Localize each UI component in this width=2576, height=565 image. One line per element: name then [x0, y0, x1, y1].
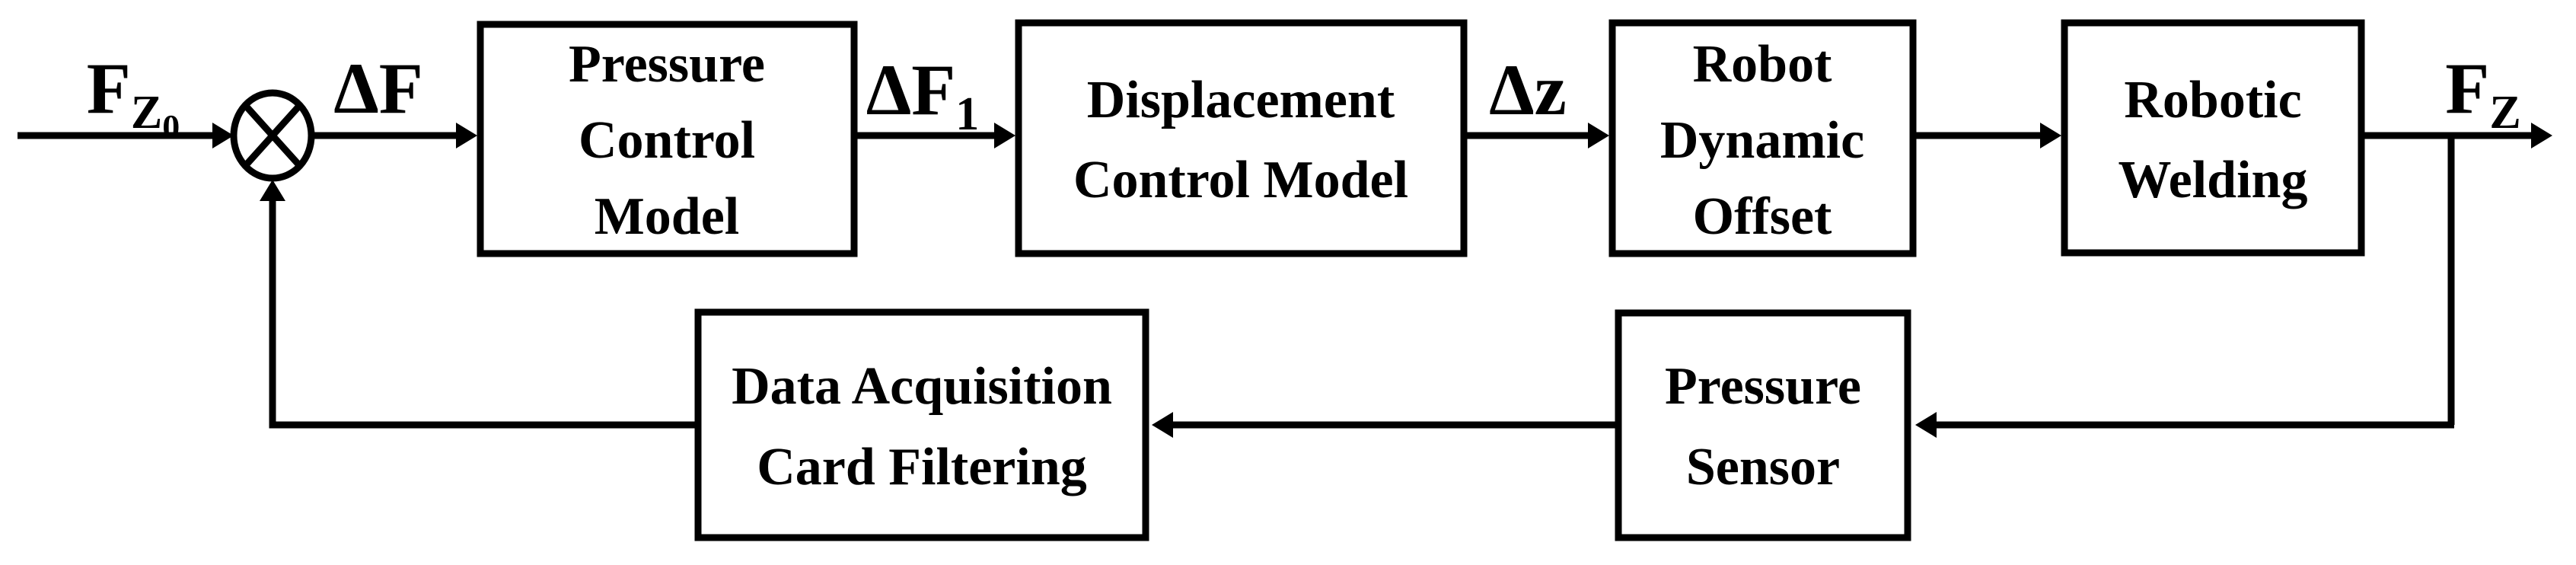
signal-label-control-output: ΔF1: [866, 49, 980, 140]
block-label-line: Control Model: [1073, 151, 1408, 209]
error-arrow: [311, 123, 477, 148]
feedback-return-arrow: [260, 180, 698, 429]
block-label-line: Robotic: [2124, 71, 2301, 129]
signal-label-error: ΔF: [333, 48, 423, 129]
summing-junction: [230, 89, 315, 182]
block-label-line: Welding: [2119, 151, 2308, 209]
signal-label-output: FZ: [2445, 48, 2520, 139]
signal-label-input: FZ0: [87, 48, 180, 146]
block-robot-dynamic-offset: Robot Dynamic Offset: [1608, 19, 1917, 257]
block-label-line: Pressure: [569, 35, 765, 94]
block-label-line: Model: [595, 187, 740, 246]
sensor-to-filter-arrow: [1152, 412, 1618, 438]
block-label-line: Sensor: [1686, 438, 1840, 496]
block-label-line: Control: [579, 111, 755, 170]
block-pressure-control-model: Pressure Control Model: [477, 21, 858, 257]
block-label-line: Offset: [1693, 187, 1832, 246]
block-label-line: Card Filtering: [757, 438, 1087, 496]
block-robotic-welding: Robotic Welding: [2061, 19, 2365, 257]
block-label-line: Data Acquisition: [732, 357, 1112, 416]
block-label-line: Dynamic: [1660, 111, 1864, 170]
signal-label-displacement: Δz: [1489, 49, 1567, 130]
junction-cross-line-2: [242, 102, 303, 169]
block-label-line: Displacement: [1087, 71, 1395, 129]
block-label-line: Robot: [1693, 35, 1832, 94]
block-pressure-sensor: Pressure Sensor: [1615, 309, 1911, 541]
block-label-line: Pressure: [1665, 357, 1861, 416]
feedback-to-sensor-arrow: [1915, 412, 2454, 438]
displacement-arrow: [1464, 123, 1609, 148]
control-output-arrow: [854, 123, 1015, 148]
block-data-acquisition-card-filtering: Data Acquisition Card Filtering: [694, 308, 1149, 541]
block-displacement-control-model: Displacement Control Model: [1015, 19, 1468, 257]
offset-arrow: [1913, 123, 2061, 148]
input-arrow: [18, 123, 234, 148]
output-arrow: [2361, 123, 2552, 148]
